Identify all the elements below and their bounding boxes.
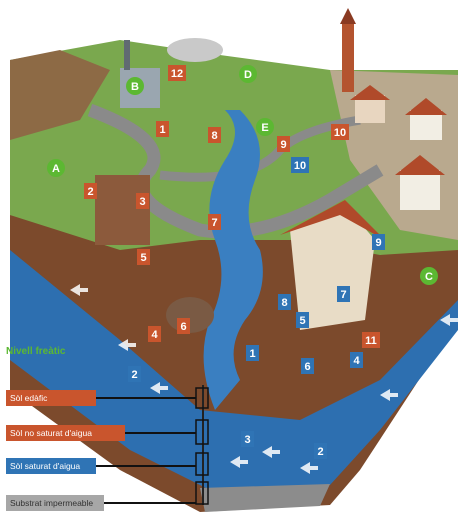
badge-7-blue: 7	[340, 289, 346, 301]
legend-layer-impermeable: Substrat impermeable	[6, 495, 104, 511]
badge-4-blue: 4	[353, 355, 360, 367]
badge-4-red: 4	[151, 329, 158, 341]
house-big-roof	[280, 200, 385, 240]
badge-3-red: 3	[139, 196, 145, 208]
hill-left	[10, 50, 110, 140]
zone-badge-c: C	[425, 271, 433, 283]
badge-7-red: 7	[211, 217, 217, 229]
badge-1-blue: 1	[249, 348, 255, 360]
impermeable-layer	[200, 484, 330, 512]
zone-badge-e: E	[261, 122, 268, 134]
red-badges: 1 2 3 4 5 6 7 8 9 10 11 12	[84, 65, 380, 348]
badge-5-red: 5	[140, 252, 146, 264]
badge-2-blue-left: 2	[131, 369, 137, 381]
well-marker-4	[195, 481, 209, 505]
zone-badges: A B C D E	[47, 65, 438, 285]
flow-arrows	[70, 284, 458, 474]
river	[203, 110, 263, 410]
badge-2-blue-right: 2	[317, 446, 323, 458]
badge-8-red: 8	[211, 130, 217, 142]
road	[87, 103, 384, 239]
house-3-roof	[350, 85, 390, 100]
house-2-roof	[405, 98, 447, 115]
badge-9-blue: 9	[375, 237, 381, 249]
house-big	[290, 205, 375, 330]
house-1-roof	[395, 155, 445, 175]
legend-layer-unsaturated: Sòl no saturat d'aigua	[6, 425, 125, 441]
legend-layer-soil: Sòl edàfic	[6, 390, 96, 406]
legend-title: Nivell freàtic	[6, 346, 66, 357]
badge-1-red: 1	[159, 124, 165, 136]
church-spire	[340, 8, 356, 24]
zone-badge-a: A	[52, 163, 60, 175]
refinery	[95, 175, 150, 245]
well-marker-3	[195, 452, 209, 476]
badge-3-blue: 3	[244, 434, 250, 446]
smoke	[167, 38, 223, 62]
chimney	[124, 40, 130, 70]
badge-5-blue: 5	[299, 315, 305, 327]
zone-badge-d: D	[244, 69, 252, 81]
badge-6-blue: 6	[304, 361, 310, 373]
badge-9-red: 9	[280, 139, 286, 151]
badge-8-blue: 8	[281, 297, 287, 309]
zone-badge-b: B	[131, 81, 139, 93]
blue-badges: 1 2 2 3 4 5 6 7 8 9 10	[128, 157, 385, 459]
badge-2-red: 2	[87, 186, 93, 198]
badge-12-red: 12	[171, 68, 183, 80]
badge-6-red: 6	[180, 321, 186, 333]
badge-10-red: 10	[334, 127, 346, 139]
house-1	[400, 170, 440, 210]
legend-layer-saturated: Sòl saturat d'aigua	[6, 458, 96, 474]
badge-10-blue: 10	[294, 160, 306, 172]
church-tower	[342, 22, 354, 92]
badge-11-red: 11	[365, 335, 377, 347]
